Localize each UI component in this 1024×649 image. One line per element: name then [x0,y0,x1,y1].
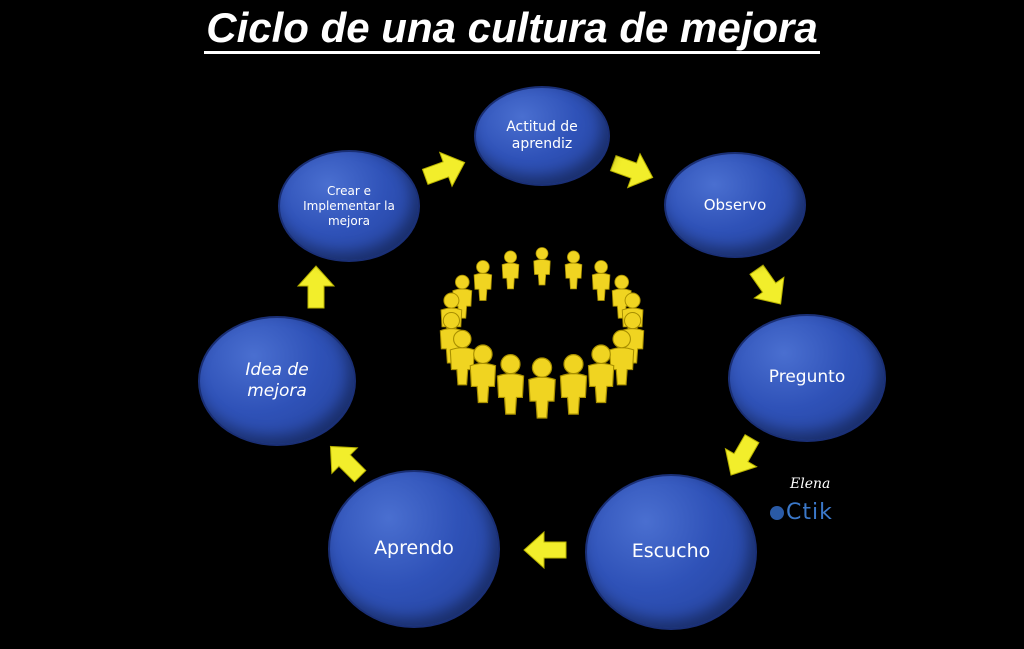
person-figure-icon [449,329,475,386]
node-label: Idea de mejora [245,359,309,401]
person-figure-icon [501,250,520,290]
title-text: Ciclo de una cultura de mejora [204,4,820,54]
person-figure-icon [559,354,588,415]
node-label: Pregunto [768,367,846,388]
person-figure-icon [564,250,583,290]
watermark-logo: Ctik [770,500,833,525]
person-figure-icon [469,344,497,404]
node-aprendo: Aprendo [328,470,500,628]
arrow-right-icon [421,151,466,188]
node-label: Aprendo [374,537,454,560]
person-figure-icon [609,329,635,386]
node-label: Escucho [631,540,711,563]
person-figure-icon [591,260,611,301]
arrow-right-icon [749,264,785,305]
node-observo: Observo [664,152,806,258]
person-figure-icon [496,354,525,415]
node-escucho: Escucho [585,474,757,630]
node-pregunto: Pregunto [728,314,886,442]
arrow-right-icon [523,530,567,570]
node-label: Observo [703,195,767,214]
arrow-right-icon [329,445,367,483]
arrow-right-icon [296,265,336,309]
person-figure-icon [528,357,556,419]
node-actitud-de-aprendiz: Actitud de aprendiz [474,86,610,186]
person-figure-icon [587,344,615,404]
person-figure-icon [533,247,551,286]
node-label: Crear e Implementar la mejora [303,183,395,228]
watermark-logo-text: Ctik [786,500,833,525]
cycle-arrows [296,151,785,570]
logo-head-icon [770,506,784,520]
page-title: Ciclo de una cultura de mejora [0,4,1024,54]
people-circle [439,247,645,419]
person-figure-icon [473,260,493,301]
watermark-signature: Elena [790,476,831,492]
arrow-right-icon [724,433,760,476]
node-idea-de-mejora: Idea de mejora [198,316,356,446]
node-crear-e-implementar: Crear e Implementar la mejora [278,150,420,262]
node-label: Actitud de aprendiz [506,118,578,153]
arrow-right-icon [609,152,654,189]
